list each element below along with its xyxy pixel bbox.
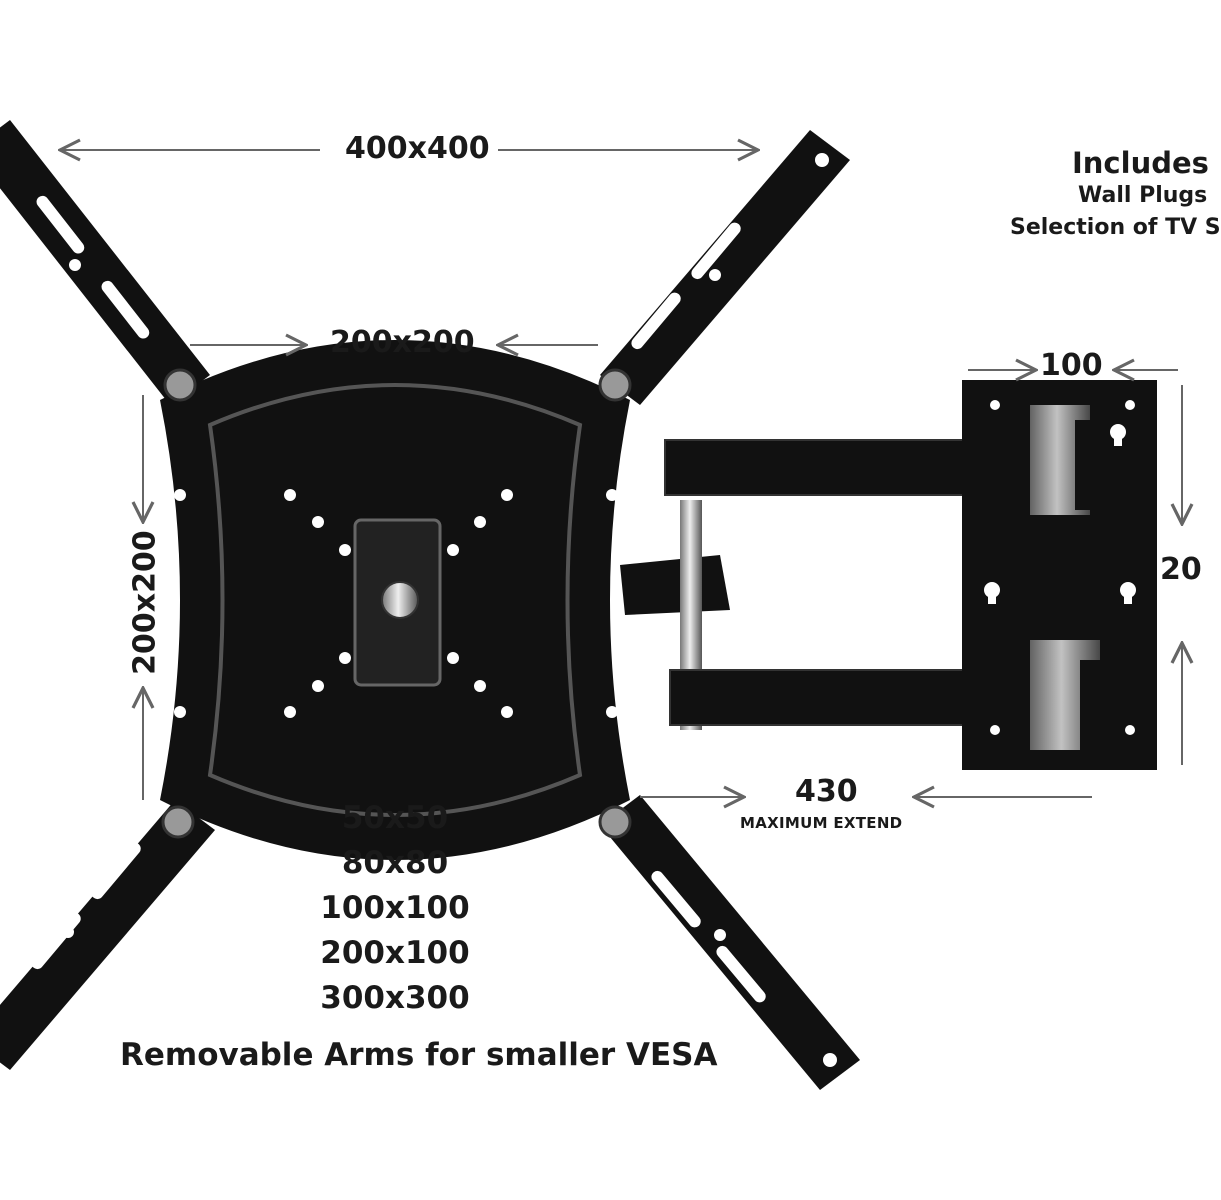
- wall-plate: [962, 380, 1157, 770]
- arm-slots: [31, 153, 837, 1067]
- caption-removable-arms: Removable Arms for smaller VESA: [120, 1037, 718, 1073]
- arm-bottom-right: [600, 795, 860, 1090]
- vesa-size-4: 200x100: [320, 935, 470, 971]
- dimension-400x400: 400x400: [345, 131, 490, 166]
- dimension-arrows: [62, 150, 1182, 800]
- mounting-bolts: [161, 368, 632, 839]
- arm-top-right: [600, 130, 850, 405]
- dimension-wall-plate-width: 100: [1040, 348, 1103, 383]
- dimension-extend-value: 430: [795, 774, 858, 809]
- dimension-wall-plate-height: 20: [1160, 552, 1202, 587]
- dimension-200x200-horizontal: 200x200: [330, 325, 475, 360]
- vesa-size-5: 300x300: [320, 980, 470, 1016]
- center-plate-inner: [207, 383, 583, 817]
- plate-holes: [174, 489, 618, 718]
- dimension-extend-label: MAXIMUM EXTEND: [740, 814, 903, 832]
- dimension-200x200-vertical: 200x200: [127, 530, 163, 675]
- includes-title: Includes: [1072, 146, 1209, 180]
- bracket-arms: [0, 120, 860, 1090]
- includes-line-2: Selection of TV S: [1010, 215, 1221, 240]
- vesa-size-1: 50x50: [341, 800, 449, 836]
- arm-bottom-left: [0, 800, 215, 1070]
- vesa-size-2: 80x80: [341, 845, 449, 881]
- arm-top-left: [0, 120, 210, 405]
- vesa-size-3: 100x100: [320, 890, 470, 926]
- tilt-knob: [381, 581, 419, 619]
- includes-line-1: Wall Plugs: [1078, 183, 1208, 208]
